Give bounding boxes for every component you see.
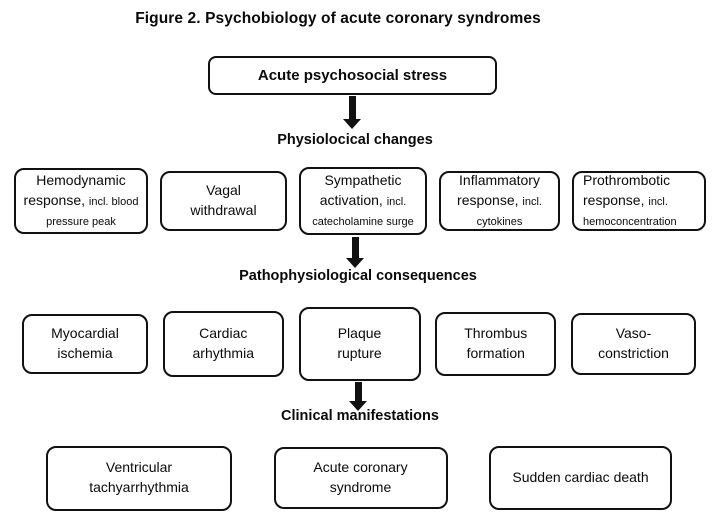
node-label: Vagal withdrawal: [190, 182, 257, 218]
node-prothrombotic-response: Prothrombotic response, incl. hemoconcen…: [572, 171, 706, 231]
node-myocardial-ischemia: Myocardial ischemia: [22, 314, 148, 374]
node-sublabel: incl. cytokines: [476, 196, 542, 228]
node-hemodynamic-response: Hemodynamic response, incl. blood pressu…: [14, 168, 148, 234]
node-sublabel: incl. hemoconcentration: [583, 196, 677, 228]
row-physiological-changes: Hemodynamic response, incl. blood pressu…: [14, 165, 706, 237]
node-label: Thrombus formation: [464, 325, 528, 361]
node-label: Cardiac arhythmia: [192, 325, 254, 361]
arrow-down-icon: [343, 96, 361, 129]
node-ventricular-tachyarrhythmia: Ventricular tachyarrhythmia: [46, 445, 232, 511]
node-label: Vaso- constriction: [598, 325, 669, 361]
node-label: Plaque rupture: [337, 325, 382, 361]
section-heading-clinical-manifestations: Clinical manifestations: [281, 408, 439, 424]
arrow-head: [343, 119, 361, 129]
arrow-shaft: [351, 237, 359, 258]
node-label: Ventricular tachyarrhythmia: [89, 459, 189, 495]
arrow-shaft: [348, 96, 356, 119]
node-acute-psychosocial-stress: Acute psychosocial stress: [208, 56, 497, 95]
node-label: Sympathetic activation,: [319, 172, 402, 209]
row-pathophysiological-consequences: Myocardial ischemia Cardiac arhythmia Pl…: [22, 306, 696, 382]
node-inflammatory-response: Inflammatory response, incl. cytokines: [439, 171, 560, 231]
node-label: Acute coronary syndrome: [313, 459, 408, 495]
arrow-down-icon: [346, 237, 364, 268]
node-plaque-rupture: Plaque rupture: [298, 307, 421, 381]
node-label: Hemodynamic response,: [23, 172, 126, 209]
node-label: Inflammatory response,: [457, 172, 540, 209]
node-sympathetic-activation: Sympathetic activation, incl. catecholam…: [299, 167, 427, 235]
arrow-shaft: [354, 382, 362, 401]
node-sudden-cardiac-death: Sudden cardiac death: [489, 446, 672, 510]
node-label: Sudden cardiac death: [512, 469, 649, 486]
arrow-head: [349, 401, 367, 411]
figure-title: Figure 2. Psychobiology of acute coronar…: [135, 10, 541, 27]
node-sublabel: incl. blood pressure peak: [46, 196, 139, 228]
arrow-down-icon: [349, 382, 367, 411]
arrow-head: [346, 258, 364, 268]
node-vagal-withdrawal: Vagal withdrawal: [160, 171, 287, 231]
node-label: Prothrombotic response,: [583, 172, 671, 209]
node-label: Acute psychosocial stress: [257, 66, 448, 84]
node-label: Myocardial ischemia: [51, 325, 119, 361]
section-heading-physiological-changes: Physiolocical changes: [277, 132, 433, 148]
section-heading-pathophysiological-consequences: Pathophysiological consequences: [239, 268, 477, 284]
node-cardiac-arhythmia: Cardiac arhythmia: [162, 311, 284, 377]
node-acute-coronary-syndrome: Acute coronary syndrome: [273, 447, 448, 509]
node-vasoconstriction: Vaso- constriction: [571, 313, 696, 375]
row-clinical-manifestations: Ventricular tachyarrhythmia Acute corona…: [46, 445, 672, 511]
node-sublabel: incl. catecholamine surge: [312, 196, 414, 228]
node-thrombus-formation: Thrombus formation: [435, 312, 557, 376]
